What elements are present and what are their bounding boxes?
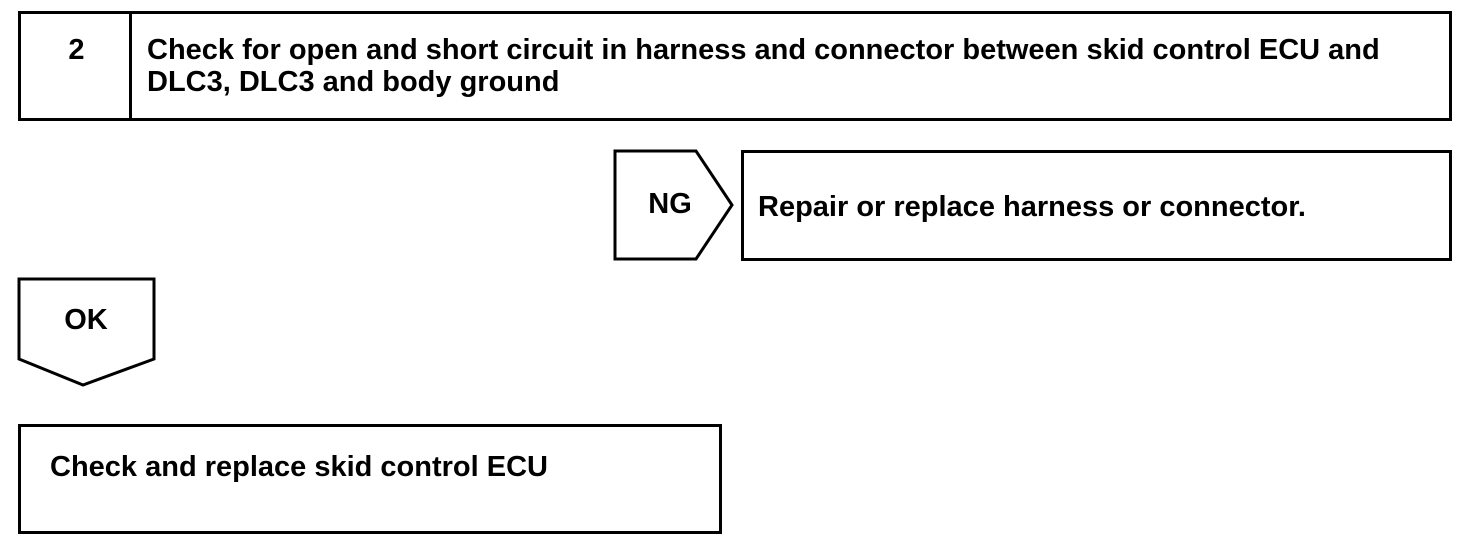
ok-arrow-shape	[17, 277, 156, 387]
step-box: 2 Check for open and short circuit in ha…	[18, 11, 1452, 121]
final-step-box: Check and replace skid control ECU	[18, 424, 722, 534]
ok-label: OK	[64, 304, 108, 336]
ng-result-box: Repair or replace harness or connector.	[741, 150, 1452, 261]
step-number: 2	[68, 34, 85, 66]
ng-label: NG	[648, 188, 692, 220]
final-step-text: Check and replace skid control ECU	[50, 451, 548, 483]
ng-arrow-shape	[613, 149, 734, 261]
step-number-cell: 2	[21, 14, 132, 118]
ng-result-text: Repair or replace harness or connector.	[758, 191, 1306, 223]
step-description: Check for open and short circuit in harn…	[147, 34, 1380, 98]
